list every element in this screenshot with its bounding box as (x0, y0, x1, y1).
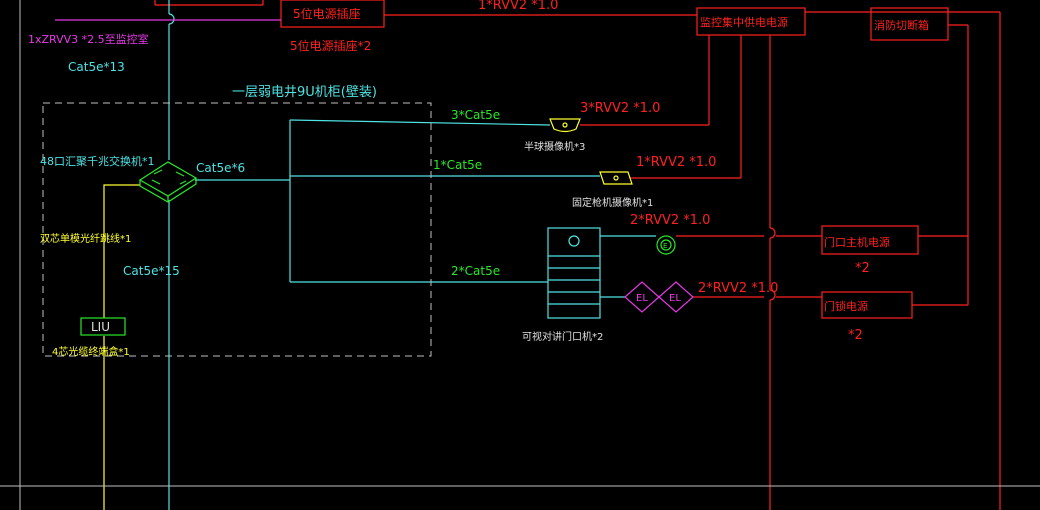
socket-box-label: 5位电源插座 (293, 6, 361, 21)
cat5e-6-label: Cat5e*6 (196, 161, 245, 175)
door-host-power-box (821, 225, 919, 255)
fiber-box-label: 4芯光缆终端盒*1 (52, 345, 130, 358)
intercom-label: 可视对讲门口机*2 (522, 330, 603, 343)
lock-power-label: 门锁电源 (824, 299, 868, 313)
cat5e-2-label: 2*Cat5e (451, 264, 500, 278)
cabinet-outline (42, 102, 432, 357)
rvv-2a-label: 2*RVV2 *1.0 (630, 213, 710, 228)
el-2-label: EL (669, 293, 681, 304)
lock-count-label: *2 (848, 328, 863, 343)
liu-box (80, 317, 126, 336)
fire-cutoff-label: 消防切断箱 (874, 18, 929, 32)
fixed-camera-icon (599, 171, 633, 185)
liu-label: LIU (91, 320, 110, 334)
fiber-jumper-label: 双芯单模光纤跳线*1 (40, 232, 131, 245)
rvv-1-label: 1*RVV2 *1.0 (636, 155, 716, 170)
cabinet-title: 一层弱电井9U机柜(壁装) (232, 85, 377, 100)
monitor-power-label: 监控集中供电电源 (700, 15, 788, 29)
cat5e-3-label: 3*Cat5e (451, 108, 500, 122)
power-wiring (154, 0, 1001, 510)
switch-label: 48口汇聚千兆交换机*1 (40, 154, 155, 168)
switch-icon (138, 161, 198, 203)
rvv-top-label: 1*RVV2 *1.0 (478, 0, 558, 13)
door-host-count-label: *2 (855, 261, 870, 276)
cat5e-15-label: Cat5e*15 (123, 264, 180, 278)
button-e-label: E (663, 242, 667, 250)
el-lock-icons (624, 281, 694, 313)
door-host-power-label: 门口主机电源 (824, 235, 890, 249)
rvv-2b-label: 2*RVV2 *1.0 (698, 281, 778, 296)
zrvv-label: 1xZRVV3 *2.5至监控室 (28, 32, 149, 46)
socket-box (280, 0, 385, 28)
lock-power-box (821, 291, 913, 319)
monitor-power-box (696, 7, 806, 36)
fixed-camera-label: 固定枪机摄像机*1 (572, 196, 653, 209)
dome-camera-label: 半球摄像机*3 (524, 140, 585, 153)
cat5e-1-label: 1*Cat5e (433, 158, 482, 172)
cat5e-13-label: Cat5e*13 (68, 60, 125, 74)
network-wiring (168, 0, 656, 510)
socket-count-label: 5位电源插座*2 (290, 38, 371, 53)
fiber-wiring (103, 184, 140, 510)
fire-cutoff-box (870, 7, 949, 41)
rvv-3-label: 3*RVV2 *1.0 (580, 101, 660, 116)
dome-camera-icon (549, 118, 581, 133)
el-1-label: EL (636, 293, 648, 304)
exit-button-icon (656, 235, 676, 255)
